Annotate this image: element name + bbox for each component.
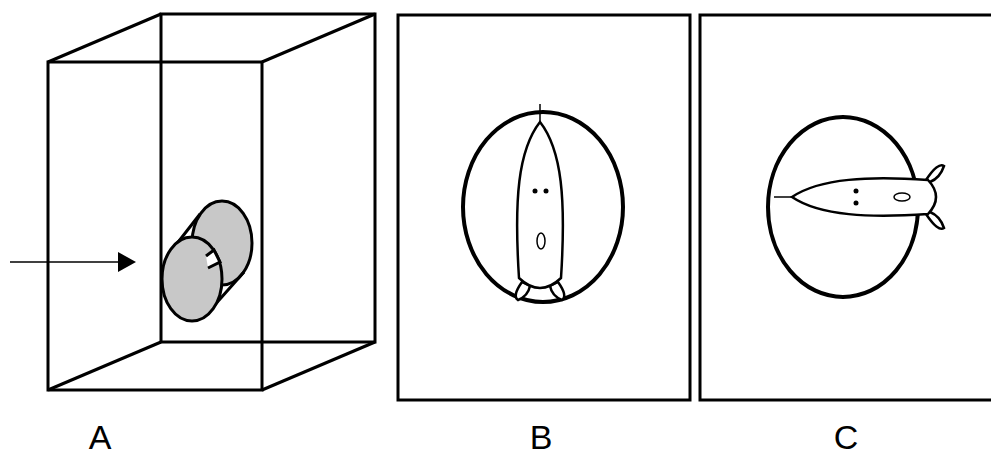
cylinder-tube [162,201,252,321]
direction-arrow [10,252,136,272]
panel-letter: B [530,420,553,454]
panel-frames [398,15,991,400]
rat-horizontal [768,117,944,297]
rat-vertical [463,104,623,302]
panel-letter: C [834,420,859,454]
panel-letter: A [89,420,112,454]
cube-outline [48,14,375,390]
